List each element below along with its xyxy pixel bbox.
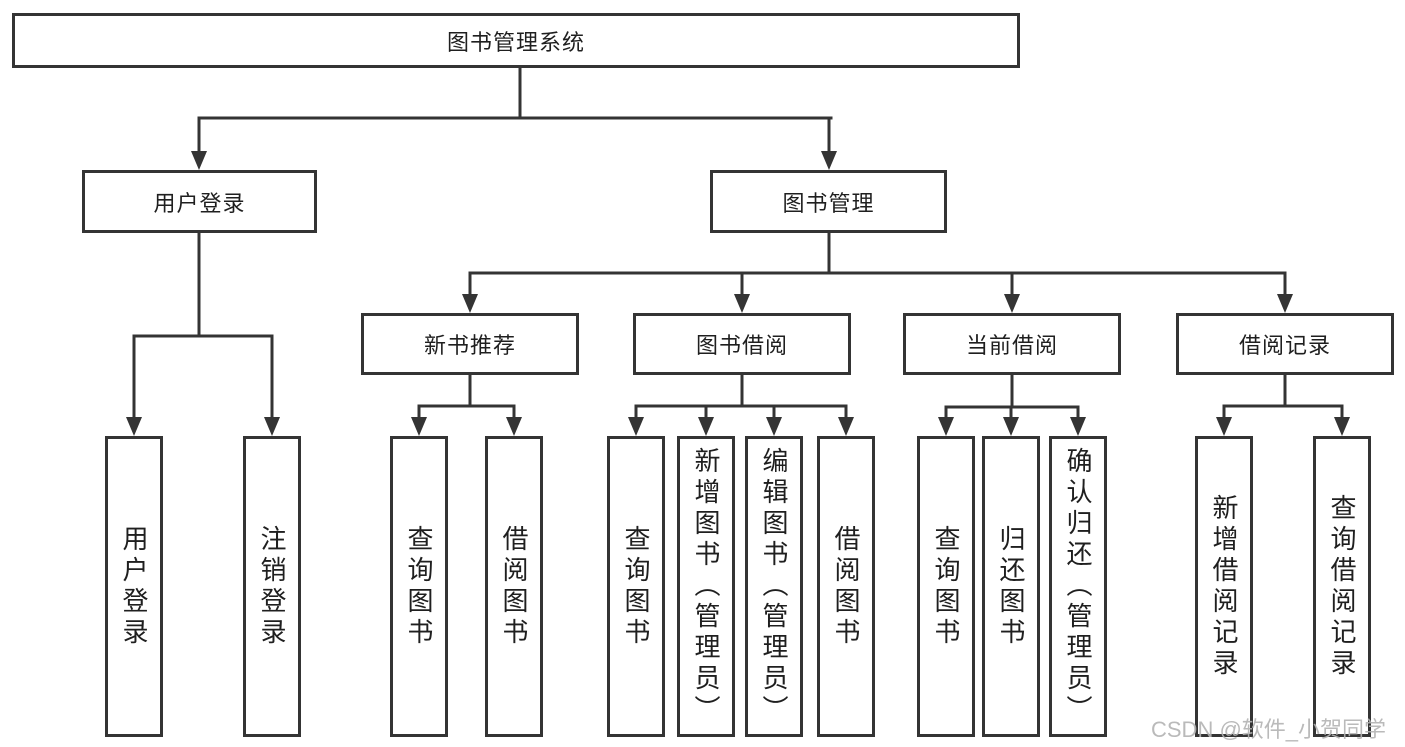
node-library-system: 图书管理系统 [12,13,1020,68]
node-borrow-records: 借阅记录 [1176,313,1394,375]
connector-currentborrow-to-leaves [938,373,1086,436]
connector-newbooks-to-leaves [411,373,522,436]
connector-records-to-leaves [1216,373,1350,436]
connector-bookborrow-to-leaves [628,373,854,436]
leaf-logout: 注销登录 [243,436,301,737]
leaf-records-query: 查询借阅记录 [1313,436,1371,737]
leaf-current-query: 查询图书 [917,436,975,737]
node-user-login: 用户登录 [82,170,317,233]
leaf-newbooks-query: 查询图书 [390,436,448,737]
leaf-borrow-add-admin: 新增图书（管理员） [677,436,735,737]
node-current-borrow: 当前借阅 [903,313,1121,375]
node-book-management: 图书管理 [710,170,947,233]
connector-root-to-level2 [191,66,837,170]
leaf-borrow-edit-admin: 编辑图书（管理员） [745,436,803,737]
csdn-watermark: CSDN @软件_小贺同学 [1151,717,1387,742]
leaf-user-login: 用户登录 [105,436,163,737]
leaf-borrow-borrow: 借阅图书 [817,436,875,737]
node-book-borrow: 图书借阅 [633,313,851,375]
leaf-current-return: 归还图书 [982,436,1040,737]
node-new-book-recommend: 新书推荐 [361,313,579,375]
connector-userlogin-to-leaves [126,231,280,436]
leaf-records-add: 新增借阅记录 [1195,436,1253,737]
leaf-newbooks-borrow: 借阅图书 [485,436,543,737]
leaf-current-confirm-admin: 确认归还（管理员） [1049,436,1107,737]
connector-bookmgmt-to-level3 [462,231,1293,313]
leaf-borrow-query: 查询图书 [607,436,665,737]
